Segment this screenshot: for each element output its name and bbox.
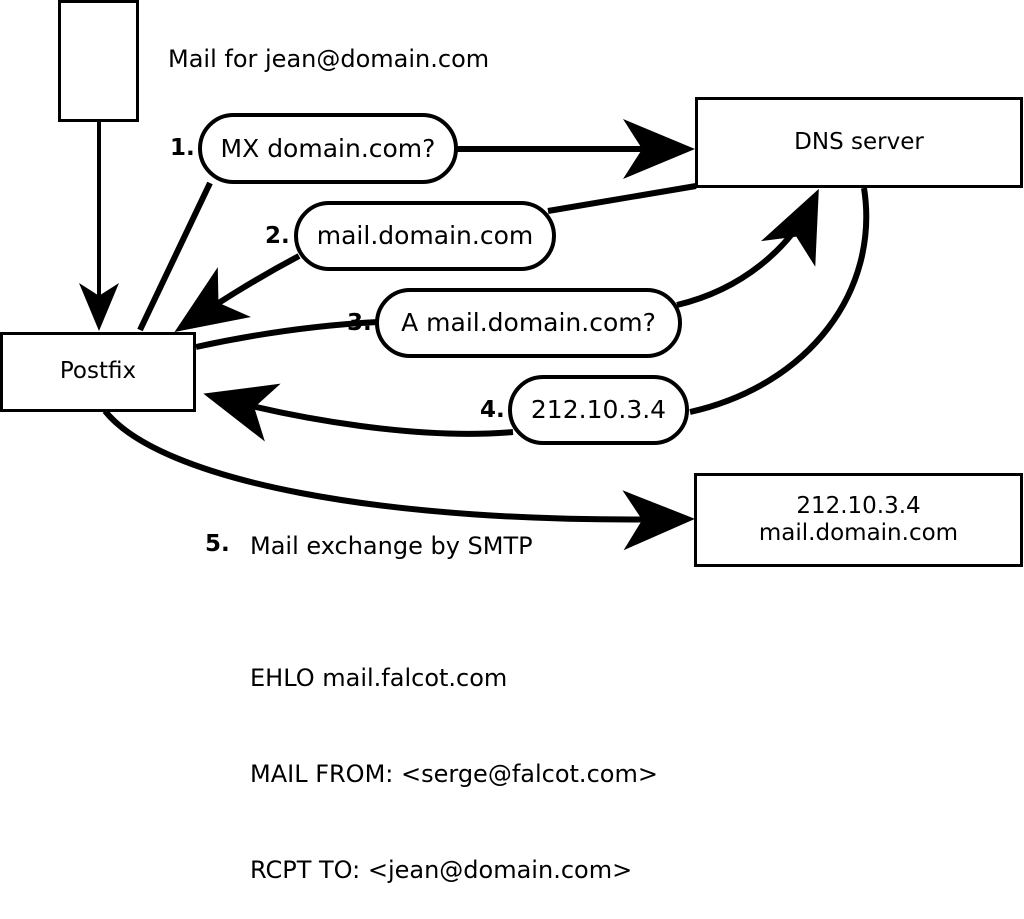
message-pill-mx-answer[interactable]: mail.domain.com <box>294 201 556 271</box>
smtp-line-mail-from: MAIL FROM: <serge@falcot.com> <box>250 760 658 788</box>
target-mail-server-box[interactable]: 212.10.3.4 mail.domain.com <box>694 473 1023 567</box>
step-number-3: 3. <box>347 310 372 336</box>
edge-aanswer-to-postfix <box>203 383 514 442</box>
step-number-4: 4. <box>480 397 505 423</box>
postfix-box[interactable]: Postfix <box>0 332 196 412</box>
edge-postfix-to-aquery <box>195 319 379 350</box>
edge-postfix-to-mxquery <box>137 181 213 332</box>
step-number-5: 5. <box>205 531 230 557</box>
step-number-2: 2. <box>265 223 290 249</box>
edge-aquery-to-dns <box>676 188 819 308</box>
message-pill-a-query-label: A mail.domain.com? <box>401 308 656 338</box>
target-mail-server-ip: 212.10.3.4 <box>796 492 921 519</box>
postfix-box-label: Postfix <box>59 358 137 385</box>
edge-dns-to-aanswer <box>689 187 870 415</box>
message-pill-mx-query-label: MX domain.com? <box>220 133 436 163</box>
dns-server-box[interactable]: DNS server <box>695 97 1023 188</box>
target-mail-server-hostname: mail.domain.com <box>758 520 959 546</box>
dns-server-box-label: DNS server <box>794 128 924 155</box>
step-number-1: 1. <box>170 135 195 161</box>
edge-postfix-to-mailserver <box>102 409 695 551</box>
message-pill-a-query[interactable]: A mail.domain.com? <box>375 288 682 358</box>
smtp-line-rcpt-to: RCPT TO: <jean@domain.com> <box>250 856 633 884</box>
message-pill-mx-query[interactable]: MX domain.com? <box>198 113 458 184</box>
message-pill-a-answer[interactable]: 212.10.3.4 <box>508 375 689 445</box>
edge-mxanswer-to-postfix <box>174 253 301 332</box>
sender-box[interactable] <box>58 0 139 122</box>
smtp-line-ehlo: EHLO mail.falcot.com <box>250 664 508 692</box>
step-5-label: Mail exchange by SMTP <box>250 532 533 560</box>
edge-dns-to-mxanswer <box>547 183 697 214</box>
message-pill-mx-answer-label: mail.domain.com <box>316 221 534 251</box>
page-title: Mail for jean@domain.com <box>168 45 490 73</box>
smtp-transcript: EHLO mail.falcot.com MAIL FROM: <serge@f… <box>250 598 658 919</box>
message-pill-a-answer-label: 212.10.3.4 <box>530 395 667 425</box>
